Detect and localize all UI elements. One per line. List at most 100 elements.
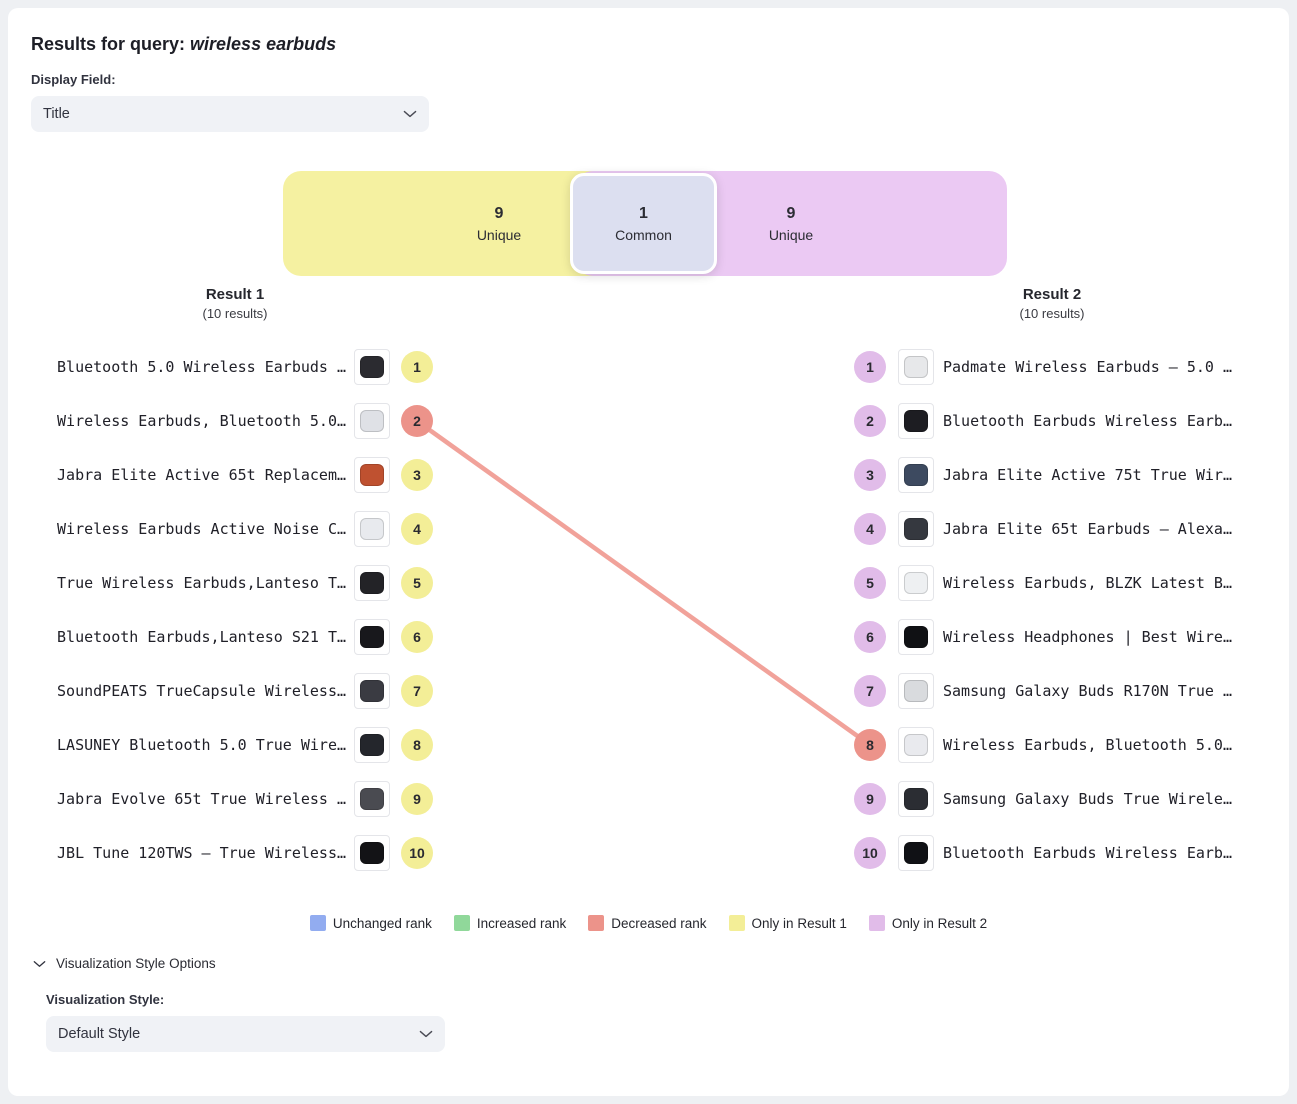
product-image-core <box>360 356 384 378</box>
legend: Unchanged rank Increased rank Decreased … <box>8 915 1289 931</box>
item-title: Jabra Elite Active 65t Replacem… <box>57 466 346 484</box>
item-title: Wireless Earbuds, Bluetooth 5.0… <box>57 412 346 430</box>
product-image <box>354 565 390 601</box>
only-result2-swatch <box>868 915 885 931</box>
product-image-core <box>904 572 928 594</box>
product-image <box>898 727 934 763</box>
result1-row: JBL Tune 120TWS — True Wireless… 10 <box>31 826 433 880</box>
item-title: Bluetooth Earbuds Wireless Earb… <box>943 844 1232 862</box>
product-image-core <box>360 842 384 864</box>
item-title: Bluetooth Earbuds,Lanteso S21 T… <box>57 628 346 646</box>
product-image <box>898 457 934 493</box>
rank-badge: 5 <box>401 567 433 599</box>
rank-badge: 1 <box>854 351 886 383</box>
result1-row: True Wireless Earbuds,Lanteso T… 5 <box>31 556 433 610</box>
rank-badge: 10 <box>401 837 433 869</box>
main-card: Results for query: wireless earbuds Disp… <box>8 8 1289 1096</box>
result1-row: SoundPEATS TrueCapsule Wireless… 7 <box>31 664 433 718</box>
unchanged-rank-swatch <box>309 915 326 931</box>
product-image-core <box>904 464 928 486</box>
rank-badge: 2 <box>854 405 886 437</box>
result1-row: Wireless Earbuds Active Noise C… 4 <box>31 502 433 556</box>
page-title: Results for query: wireless earbuds <box>31 34 336 55</box>
result2-list: 1 Padmate Wireless Earbuds — 5.0 … 2 Blu… <box>854 340 1266 880</box>
legend-item-only-result2: Only in Result 2 <box>868 915 987 931</box>
product-image-core <box>904 518 928 540</box>
rank-change-connector <box>414 418 873 748</box>
visualization-options-expander[interactable]: Visualization Style Options <box>33 956 216 971</box>
result2-row: 7 Samsung Galaxy Buds R170N True … <box>854 664 1266 718</box>
result2-title: Result 2 <box>1022 286 1082 303</box>
rank-badge: 6 <box>401 621 433 653</box>
product-image <box>354 619 390 655</box>
item-title: LASUNEY Bluetooth 5.0 True Wire… <box>57 736 346 754</box>
rank-badge: 3 <box>854 459 886 491</box>
rank-badge: 9 <box>401 783 433 815</box>
rank-badge: 4 <box>854 513 886 545</box>
result2-row: 10 Bluetooth Earbuds Wireless Earb… <box>854 826 1266 880</box>
result2-row: 2 Bluetooth Earbuds Wireless Earb… <box>854 394 1266 448</box>
result1-header: Result 1 (10 results) <box>135 286 335 321</box>
product-image <box>354 781 390 817</box>
item-title: Samsung Galaxy Buds R170N True … <box>943 682 1232 700</box>
legend-item-increased: Increased rank <box>453 915 566 931</box>
product-image-core <box>904 410 928 432</box>
venn-right-count: 9 <box>786 204 796 222</box>
rank-badge: 6 <box>854 621 886 653</box>
product-image-core <box>904 626 928 648</box>
product-image-core <box>904 734 928 756</box>
product-image <box>898 349 934 385</box>
item-title: Jabra Evolve 65t True Wireless … <box>57 790 346 808</box>
product-image <box>354 457 390 493</box>
product-image <box>898 511 934 547</box>
rank-badge: 2 <box>401 405 433 437</box>
chevron-down-icon <box>419 1030 433 1038</box>
result1-row: Bluetooth Earbuds,Lanteso S21 T… 6 <box>31 610 433 664</box>
item-title: Wireless Earbuds, BLZK Latest B… <box>943 574 1232 592</box>
item-title: Wireless Earbuds, Bluetooth 5.0… <box>943 736 1232 754</box>
chevron-down-icon <box>403 110 417 118</box>
product-image-core <box>360 464 384 486</box>
result1-count: (10 results) <box>202 306 268 321</box>
result2-row: 4 Jabra Elite 65t Earbuds — Alexa… <box>854 502 1266 556</box>
product-image-core <box>904 680 928 702</box>
display-field-select[interactable]: Title <box>31 96 429 132</box>
item-title: Bluetooth 5.0 Wireless Earbuds … <box>57 358 346 376</box>
product-image <box>354 403 390 439</box>
viz-style-select[interactable]: Default Style <box>46 1016 445 1052</box>
venn-left-label: Unique <box>476 226 522 243</box>
product-image <box>898 403 934 439</box>
chevron-down-icon <box>33 960 46 967</box>
result2-row: 3 Jabra Elite Active 75t True Wir… <box>854 448 1266 502</box>
item-title: Jabra Elite Active 75t True Wir… <box>943 466 1232 484</box>
venn-right-label: Unique <box>768 226 814 243</box>
result1-title: Result 1 <box>205 286 265 303</box>
product-image <box>354 835 390 871</box>
result1-row: Bluetooth 5.0 Wireless Earbuds … 1 <box>31 340 433 394</box>
item-title: Bluetooth Earbuds Wireless Earb… <box>943 412 1232 430</box>
item-title: Wireless Earbuds Active Noise C… <box>57 520 346 538</box>
result1-row: LASUNEY Bluetooth 5.0 True Wire… 8 <box>31 718 433 772</box>
rank-badge: 9 <box>854 783 886 815</box>
product-image-core <box>360 410 384 432</box>
product-image-core <box>360 572 384 594</box>
product-image <box>898 835 934 871</box>
rank-badge: 4 <box>401 513 433 545</box>
display-field-value: Title <box>43 106 70 122</box>
result2-row: 8 Wireless Earbuds, Bluetooth 5.0… <box>854 718 1266 772</box>
result2-row: 6 Wireless Headphones | Best Wire… <box>854 610 1266 664</box>
product-image-core <box>360 626 384 648</box>
rank-badge: 5 <box>854 567 886 599</box>
rank-badge: 10 <box>854 837 886 869</box>
rank-badge: 3 <box>401 459 433 491</box>
result1-row: Wireless Earbuds, Bluetooth 5.0… 2 <box>31 394 433 448</box>
product-image <box>898 781 934 817</box>
result1-row: Jabra Elite Active 65t Replacem… 3 <box>31 448 433 502</box>
result1-list: Bluetooth 5.0 Wireless Earbuds … 1 Wirel… <box>31 340 433 880</box>
result2-count: (10 results) <box>1019 306 1085 321</box>
product-image <box>354 673 390 709</box>
product-image <box>898 673 934 709</box>
result2-row: 5 Wireless Earbuds, BLZK Latest B… <box>854 556 1266 610</box>
product-image <box>898 619 934 655</box>
page-title-prefix: Results for query: <box>31 34 191 54</box>
